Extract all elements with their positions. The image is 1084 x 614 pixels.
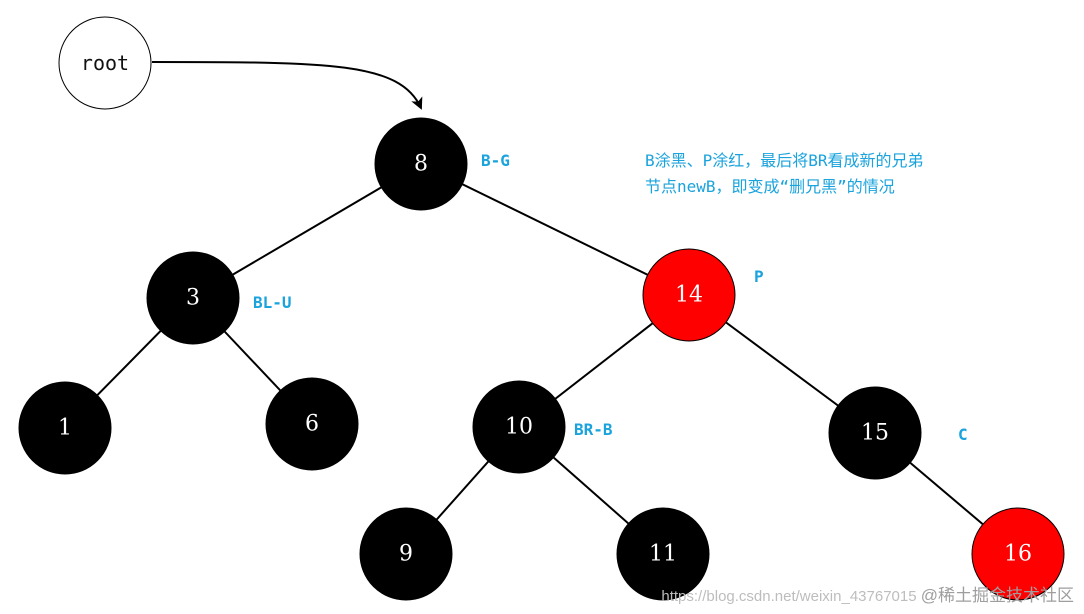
node-circle-16 bbox=[971, 507, 1065, 601]
tree-node-8: 8 B-G bbox=[374, 117, 510, 211]
explanation-note: B涂黑、P涂红，最后将BR看成新的兄弟 节点newB，即变成“删兄黑”的情况 bbox=[645, 148, 924, 200]
node-circle-11 bbox=[616, 507, 710, 601]
role-label-14: P bbox=[754, 267, 764, 286]
node-label-16: 16 bbox=[1004, 542, 1032, 567]
note-line-2: 节点newB，即变成“删兄黑”的情况 bbox=[645, 177, 895, 196]
node-label-15: 15 bbox=[861, 421, 889, 446]
node-circle-10 bbox=[472, 380, 566, 474]
role-label-10: BR-B bbox=[574, 420, 613, 439]
tree-node-16: 16 bbox=[971, 507, 1065, 601]
root-arrow bbox=[151, 61, 423, 110]
role-label-3: BL-U bbox=[253, 293, 292, 312]
node-circle-15 bbox=[828, 386, 922, 480]
tree-node-15: 15 C bbox=[828, 386, 968, 480]
node-label-6: 6 bbox=[305, 412, 319, 437]
node-label-11: 11 bbox=[649, 542, 677, 567]
watermark-url: https://blog.csdn.net/weixin_43767015 bbox=[661, 588, 917, 605]
tree-node-6: 6 bbox=[265, 377, 359, 471]
watermark-brand: @稀土掘金技术社区 bbox=[920, 586, 1074, 605]
tree-node-3: 3 BL-U bbox=[146, 251, 292, 345]
node-label-3: 3 bbox=[186, 286, 200, 311]
role-label-15: C bbox=[958, 425, 968, 444]
tree-node-1: 1 bbox=[18, 381, 112, 475]
node-label-9: 9 bbox=[399, 542, 413, 567]
node-circle-9 bbox=[359, 507, 453, 601]
edge-8-14 bbox=[420, 163, 690, 296]
tree-edges bbox=[64, 163, 1019, 555]
note-line-1: B涂黑、P涂红，最后将BR看成新的兄弟 bbox=[645, 151, 924, 170]
node-label-1: 1 bbox=[58, 416, 72, 441]
node-circle-1 bbox=[18, 381, 112, 475]
node-label-8: 8 bbox=[414, 152, 428, 177]
watermark: https://blog.csdn.net/weixin_43767015 @稀… bbox=[661, 581, 1074, 606]
node-label-14: 14 bbox=[675, 283, 703, 308]
root-circle bbox=[58, 16, 152, 110]
root-label: root bbox=[81, 51, 129, 75]
node-circle-8 bbox=[374, 117, 468, 211]
node-circle-6 bbox=[265, 377, 359, 471]
role-label-8: B-G bbox=[481, 151, 510, 170]
tree-node-11: 11 bbox=[616, 507, 710, 601]
node-label-10: 10 bbox=[505, 415, 533, 440]
tree-node-14: 14 P bbox=[642, 248, 764, 342]
tree-node-10: 10 BR-B bbox=[472, 380, 613, 474]
node-circle-3 bbox=[146, 251, 240, 345]
tree-node-9: 9 bbox=[359, 507, 453, 601]
node-circle-14 bbox=[642, 248, 736, 342]
